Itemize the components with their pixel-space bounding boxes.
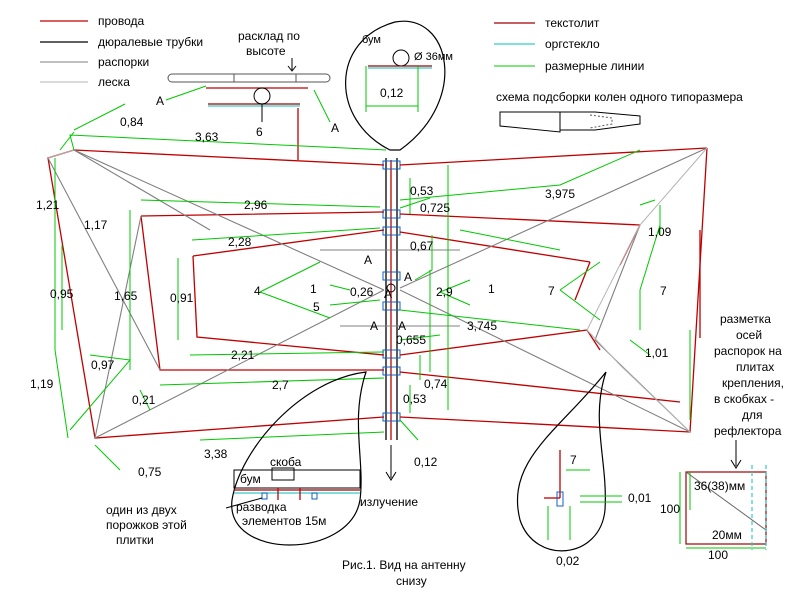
- legend-label-struts: распорки: [98, 55, 149, 69]
- legend-label-tubes: дюралевые трубки: [98, 35, 203, 49]
- mount-marking-1: разметка: [720, 312, 771, 326]
- dim-338: 3,38: [204, 447, 228, 461]
- dim-20mm: 20мм: [712, 528, 742, 542]
- boom-label-2: бум: [240, 472, 261, 486]
- wiring-label-2: элементов 15м: [242, 514, 326, 528]
- label-7-detail: 7: [570, 453, 577, 467]
- dim-100-left: 100: [660, 502, 680, 516]
- dim-3975: 3,975: [545, 187, 575, 201]
- height-layout-inset: расклад по высоте A A 6: [156, 29, 339, 160]
- legend-label-wires: провода: [98, 14, 144, 28]
- dim-091: 0,91: [170, 291, 194, 305]
- mount-marking-7: для: [742, 408, 763, 422]
- dim-0655: 0,655: [396, 333, 426, 347]
- bracket-label: скоба: [270, 455, 302, 469]
- step-note-2: порожков этой: [106, 518, 187, 532]
- mount-marking-4: плитах: [736, 360, 774, 374]
- section-a-bottom-left: A: [370, 319, 378, 333]
- mount-marking-3: распорок на: [714, 344, 782, 358]
- knee-scheme-label: схема подсборки колен одного типоразмера: [496, 90, 743, 104]
- section-a-left: A: [156, 94, 164, 108]
- dim-0725: 0,725: [420, 201, 450, 215]
- dimension-labels: 0,84 3,63 1,21 1,17 2,96 0,53 0,725 3,97…: [30, 115, 672, 479]
- dim-002: 0,02: [556, 554, 580, 568]
- dim-053a: 0,53: [410, 184, 434, 198]
- dim-36-38: 36(38)мм: [694, 479, 745, 493]
- dim-012-bottom: 0,12: [414, 455, 438, 469]
- dim-109: 1,09: [648, 225, 672, 239]
- mount-marking-2: осей: [736, 328, 762, 342]
- dim-021: 0,21: [132, 393, 156, 407]
- dimension-lines: [54, 103, 691, 471]
- legend-left: провода дюралевые трубки распорки леска: [40, 14, 203, 89]
- dim-27: 2,7: [272, 378, 289, 392]
- knee-detail-bubble: 7 0,01 0,02: [516, 371, 652, 568]
- caption-line-1: Рис.1. Вид на антенну: [342, 558, 466, 572]
- section-a-bottom-right: A: [398, 319, 406, 333]
- legend-label-plexiglass: оргстекло: [545, 37, 600, 51]
- step-note: один из двух порожков этой плитки: [106, 503, 187, 547]
- dim-228: 2,28: [228, 235, 252, 249]
- dim-117: 1,17: [84, 218, 108, 232]
- dim-053b: 0,53: [403, 392, 427, 406]
- legend-right: текстолит оргстекло размерные линии: [494, 16, 644, 73]
- dim-121: 1,21: [36, 198, 60, 212]
- height-layout-label-1: расклад по: [238, 29, 300, 43]
- caption-line-2: снизу: [396, 574, 427, 588]
- figure-caption: Рис.1. Вид на антенну снизу: [342, 558, 466, 588]
- radiation-arrow: излучение: [360, 445, 418, 509]
- dim-095: 0,95: [50, 287, 74, 301]
- dim-084: 0,84: [120, 115, 144, 129]
- dim-3745: 3,745: [467, 319, 497, 333]
- label-7-right: 7: [660, 284, 667, 298]
- dim-075: 0,75: [138, 465, 162, 479]
- boom-diameter: Ø 36мм: [414, 51, 453, 63]
- dim-165: 1,65: [114, 289, 138, 303]
- step-note-3: плитки: [116, 533, 154, 547]
- height-layout-label-2: высоте: [246, 44, 286, 58]
- label-six: 6: [256, 125, 263, 139]
- section-a-top-left: A: [364, 253, 372, 267]
- mount-marking-8: рефлектора: [714, 424, 782, 438]
- dim-363: 3,63: [195, 130, 219, 144]
- label-5: 5: [313, 300, 320, 314]
- dim-101: 1,01: [645, 346, 669, 360]
- label-7-left: 7: [548, 284, 555, 298]
- label-4: 4: [254, 284, 261, 298]
- step-note-1: один из двух: [106, 503, 177, 517]
- legend-label-fishing-line: леска: [98, 75, 130, 89]
- dim-067: 0,67: [410, 239, 434, 253]
- label-1-right: 1: [488, 282, 495, 296]
- dim-296: 2,96: [244, 198, 268, 212]
- mount-marking-6: в скобках -: [714, 392, 774, 406]
- dim-221: 2,21: [231, 348, 255, 362]
- dim-100-bottom: 100: [708, 548, 728, 562]
- dim-026: 0,26: [350, 285, 374, 299]
- section-a-right: A: [331, 121, 339, 135]
- legend-label-textolite: текстолит: [545, 16, 600, 30]
- wiring-label-1: разводка: [236, 500, 287, 514]
- dim-001: 0,01: [628, 491, 652, 505]
- mounting-plate-drawing: 36(38)мм 100 20мм 100: [660, 465, 767, 562]
- label-1-left: 1: [310, 282, 317, 296]
- dim-097: 0,97: [91, 358, 115, 372]
- dim-012-top: 0,12: [380, 86, 404, 100]
- legend-label-dimension: размерные линии: [545, 59, 644, 73]
- dim-074: 0,74: [424, 377, 448, 391]
- bracket-detail-bubble: скоба бум разводка элементов 15м: [225, 371, 367, 546]
- section-a-mid: A: [384, 287, 392, 301]
- section-a-top-right: A: [404, 270, 412, 284]
- mount-marking-note: разметка осей распорок на плитах креплен…: [714, 312, 784, 469]
- dim-119: 1,19: [30, 377, 54, 391]
- boom-label: бум: [362, 34, 381, 46]
- mount-marking-5: крепления,: [722, 376, 784, 390]
- dim-29: 2,9: [436, 285, 453, 299]
- knee-scheme: схема подсборки колен одного типоразмера: [496, 90, 743, 133]
- radiation-label: излучение: [360, 495, 418, 509]
- boom-detail-bubble: бум Ø 36мм 0,12: [345, 20, 453, 151]
